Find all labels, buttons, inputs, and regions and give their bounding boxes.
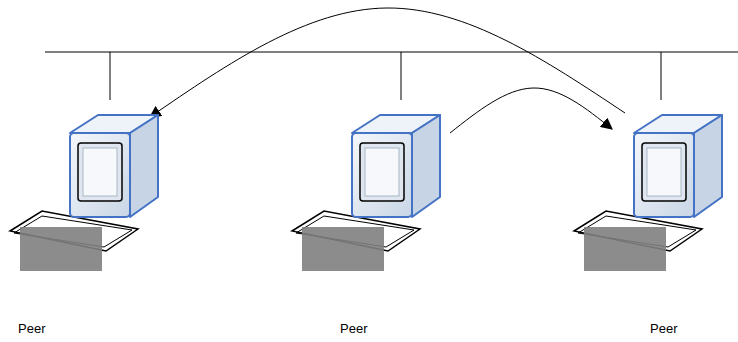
- screen-glass: [83, 148, 117, 196]
- keyboard-shadow: [302, 227, 384, 271]
- peer-computer: Peer: [290, 105, 450, 340]
- keyboard-shadow: [584, 227, 666, 271]
- monitor-side: [130, 115, 158, 217]
- drop-line: [661, 52, 662, 100]
- drop-line: [401, 52, 402, 100]
- monitor-front: [70, 133, 130, 217]
- peer-computer: Peer: [8, 105, 168, 340]
- computer-icon: [572, 105, 732, 285]
- computer-icon: [8, 105, 168, 285]
- monitor-front: [634, 133, 694, 217]
- computer-icon: [290, 105, 450, 285]
- peer-label: Peer: [18, 321, 45, 336]
- monitor-screen: [360, 143, 404, 201]
- monitor-side: [412, 115, 440, 217]
- peer-label: Peer: [340, 321, 367, 336]
- keyboard-shadow: [20, 227, 102, 271]
- monitor-screen: [78, 143, 122, 201]
- message-arrow: [450, 88, 612, 133]
- monitor-screen: [642, 143, 686, 201]
- monitor-front: [352, 133, 412, 217]
- peer-label: Peer: [650, 321, 677, 336]
- screen-glass: [365, 148, 399, 196]
- peer-computer: Peer: [572, 105, 732, 340]
- drop-line: [110, 52, 111, 100]
- message-arrow: [150, 8, 625, 117]
- monitor-side: [694, 115, 722, 217]
- bus-line: [45, 52, 738, 53]
- screen-glass: [647, 148, 681, 196]
